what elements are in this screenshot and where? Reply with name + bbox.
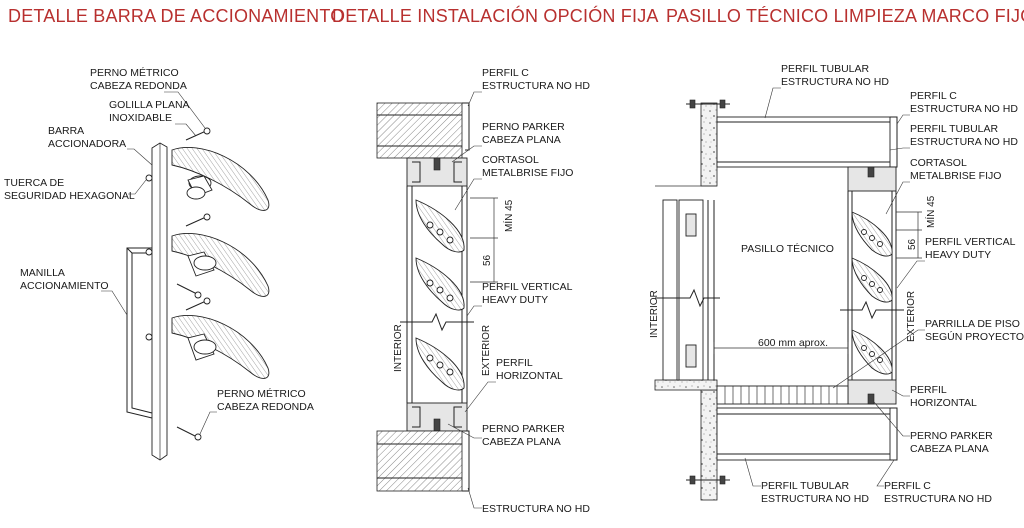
d2-labels: PERFIL C ESTRUCTURA NO HD PERNO PARKER C… xyxy=(393,67,590,515)
screws-d1 xyxy=(145,127,211,441)
d3-labels: PERFIL TUBULAR ESTRUCTURA NO HD PERFIL C… xyxy=(649,63,1024,505)
d3-perfil-c-top-2: ESTRUCTURA NO HD xyxy=(910,103,1018,115)
d3-blades xyxy=(851,211,893,375)
d1-perno-metrico-bottom-2: CABEZA REDONDA xyxy=(217,401,314,413)
d1-labels: PERNO MÉTRICO CABEZA REDONDA GOLILLA PLA… xyxy=(4,66,314,435)
d3-parrilla-1: PARRILLA DE PISO xyxy=(925,318,1020,330)
d3-perfil-tubular-top xyxy=(716,116,891,168)
d3-perfil-tubular-right-2: ESTRUCTURA NO HD xyxy=(910,136,1018,148)
d2-min45: MÍN 45 xyxy=(502,199,515,232)
d2-perfil-vertical-1: PERFIL VERTICAL xyxy=(482,281,573,293)
d3-parrilla xyxy=(716,385,849,405)
d2-perfil-c-top xyxy=(462,102,470,151)
d1-golilla-1: GOLILLA PLANA xyxy=(109,99,190,111)
d3-perfil-tubular-top-1: PERFIL TUBULAR xyxy=(781,63,870,75)
d3-cortasol-1: CORTASOL xyxy=(910,157,967,169)
d3-perfil-c-top-1: PERFIL C xyxy=(910,90,957,102)
d1-manilla-1: MANILLA xyxy=(20,267,65,279)
title-detalle-barra: DETALLE BARRA DE ACCIONAMIENTO xyxy=(8,6,345,26)
barra-accionadora-shape xyxy=(151,142,168,461)
title-detalle-instalacion: DETALLE INSTALACIÓN OPCIÓN FIJA xyxy=(332,6,659,26)
blade-1 xyxy=(171,147,270,211)
d3-min45: MÍN 45 xyxy=(924,195,937,228)
d3-perfil-vertical-2: HEAVY DUTY xyxy=(925,249,991,261)
d2-cortasol-1: CORTASOL xyxy=(482,154,539,166)
d2-perfil-c-1: PERFIL C xyxy=(482,67,529,79)
d3-perfil-horizontal-1: PERFIL xyxy=(910,384,947,396)
d3-perfil-tubular-right-1: PERFIL TUBULAR xyxy=(910,123,999,135)
d3-cortasol-2: METALBRISE FIJO xyxy=(910,170,1001,182)
blade-3 xyxy=(171,315,270,379)
d2-blades xyxy=(415,199,465,391)
detail-pasillo-tecnico xyxy=(654,99,922,501)
d2-perno-top-1: PERNO PARKER xyxy=(482,121,565,133)
d3-perfil-tubular-top-2: ESTRUCTURA NO HD xyxy=(781,76,889,88)
d1-perno-metrico-bottom-1: PERNO MÉTRICO xyxy=(217,387,306,400)
detail-barra-accionamiento xyxy=(126,127,270,461)
d1-manilla-2: ACCIONAMIENTO xyxy=(20,280,108,292)
d3-perfil-horizontal-2: HORIZONTAL xyxy=(910,397,977,409)
d2-perfil-vertical-2: HEAVY DUTY xyxy=(482,294,548,306)
d3-concrete-bottom xyxy=(700,389,718,501)
detail-instalacion-fija xyxy=(376,102,498,492)
d3-exterior: EXTERIOR xyxy=(906,291,917,342)
d2-interior: INTERIOR xyxy=(393,324,404,372)
blade-2 xyxy=(171,233,270,297)
d3-perno-parker-1: PERNO PARKER xyxy=(910,430,993,442)
title-pasillo-tecnico: PASILLO TÉCNICO LIMPIEZA MARCO FIJO xyxy=(666,6,1024,26)
d2-top-beam xyxy=(376,102,463,159)
d1-tuerca-2: SEGURIDAD HEXAGONAL xyxy=(4,190,135,202)
d3-perno-parker-2: CABEZA PLANA xyxy=(910,443,989,455)
d3-concrete-top xyxy=(700,102,718,187)
d2-estructura: ESTRUCTURA NO HD xyxy=(482,503,590,515)
d2-exterior: EXTERIOR xyxy=(481,325,492,376)
d2-perno-top-2: CABEZA PLANA xyxy=(482,134,561,146)
d2-perfil-c-2: ESTRUCTURA NO HD xyxy=(482,80,590,92)
d1-perno-metrico-top-2: CABEZA REDONDA xyxy=(90,80,187,92)
d2-dim56: 56 xyxy=(482,254,493,266)
d3-dim600: 600 mm aprox. xyxy=(758,337,828,349)
d3-perfil-vertical-1: PERFIL VERTICAL xyxy=(925,236,1016,248)
d3-perfil-c-bottom-2: ESTRUCTURA NO HD xyxy=(884,493,992,505)
d1-tuerca-1: TUERCA DE xyxy=(4,177,64,189)
d2-perno-bottom-2: CABEZA PLANA xyxy=(482,436,561,448)
d2-perfil-horizontal-2: HORIZONTAL xyxy=(496,370,563,382)
manilla-shape xyxy=(126,247,153,419)
d2-bottom-beam xyxy=(376,430,463,492)
d3-pasillo: PASILLO TÉCNICO xyxy=(741,242,834,255)
d1-perno-metrico-top-1: PERNO MÉTRICO xyxy=(90,66,179,79)
d2-perfil-c-bottom xyxy=(462,430,470,492)
d3-interior: INTERIOR xyxy=(649,290,660,338)
d1-barra-2: ACCIONADORA xyxy=(48,138,126,150)
d3-parrilla-2: SEGÚN PROYECTO xyxy=(925,330,1024,343)
d1-golilla-2: INOXIDABLE xyxy=(109,112,172,124)
d2-perno-bottom-1: PERNO PARKER xyxy=(482,423,565,435)
d3-dim56: 56 xyxy=(907,238,918,250)
d3-perfil-c-bottom-1: PERFIL C xyxy=(884,480,931,492)
d1-barra-1: BARRA xyxy=(48,125,84,137)
d3-perfil-tubular-bottom-2: ESTRUCTURA NO HD xyxy=(761,493,869,505)
d2-cortasol-2: METALBRISE FIJO xyxy=(482,167,573,179)
d3-perfil-tubular-bottom-1: PERFIL TUBULAR xyxy=(761,480,850,492)
d3-grating-lines xyxy=(724,386,838,404)
d3-perfil-tubular-bottom xyxy=(716,407,891,461)
d2-perfil-horizontal-1: PERFIL xyxy=(496,357,533,369)
